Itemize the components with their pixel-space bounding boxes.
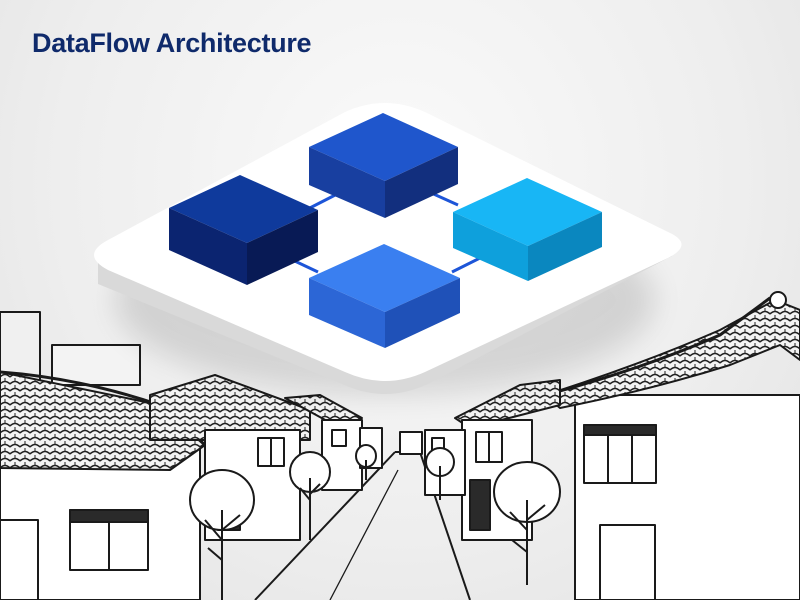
tree-left-large bbox=[189, 469, 255, 600]
tree-left-far bbox=[355, 444, 377, 480]
left-far-building bbox=[0, 311, 141, 393]
page-title: DataFlow Architecture bbox=[32, 28, 312, 58]
top-blue-block bbox=[309, 113, 458, 218]
tree-right-large bbox=[493, 461, 561, 585]
street-illustration bbox=[0, 291, 800, 600]
bottom-blue-block bbox=[309, 244, 460, 348]
navy-block bbox=[169, 175, 318, 285]
tree-left-small bbox=[289, 451, 331, 540]
diagram bbox=[94, 103, 682, 395]
right-house-near bbox=[544, 291, 800, 600]
platform bbox=[94, 103, 682, 381]
cyan-block bbox=[453, 178, 602, 281]
right-house-mid bbox=[454, 379, 561, 541]
tree-right-small bbox=[425, 447, 455, 500]
